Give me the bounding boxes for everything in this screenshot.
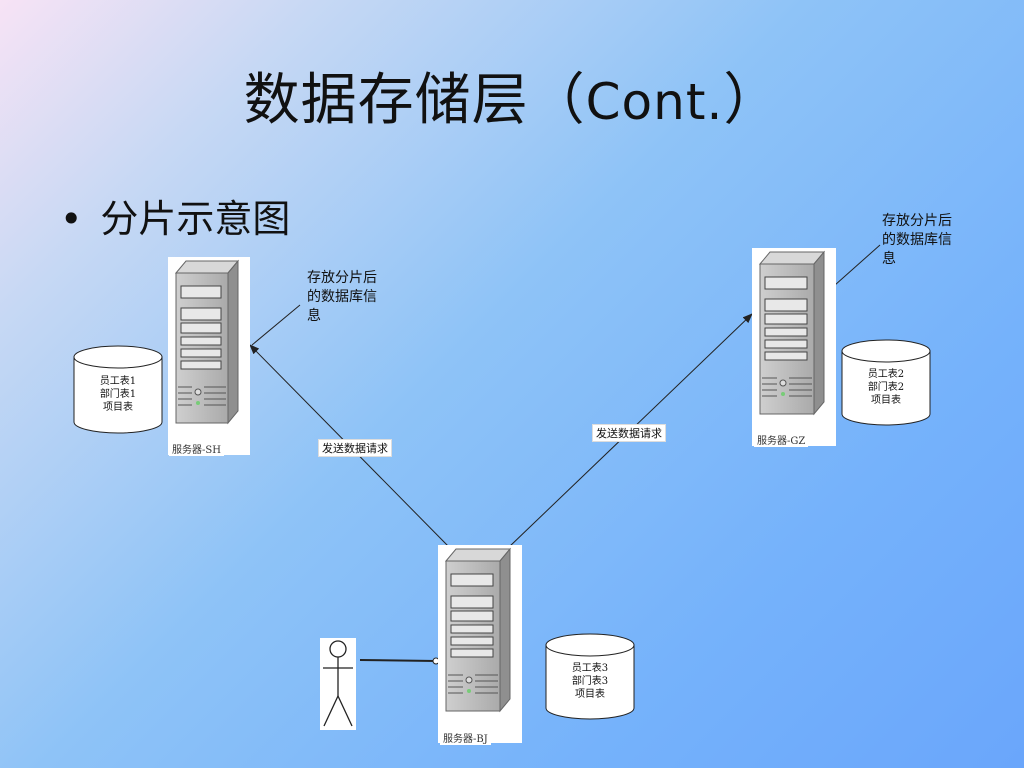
db3-line-3: 项目表 [575, 689, 605, 700]
database-1 [73, 345, 163, 434]
title-cjk: 数据存储层（ [243, 68, 586, 133]
note-sh-line-3: 息 [307, 308, 321, 324]
db2-line-1: 员工表2 [867, 369, 905, 380]
user-figure [320, 638, 356, 730]
note-sh: 存放分片后 的数据库信 息 [307, 269, 397, 326]
db1-line-3: 项目表 [103, 402, 133, 413]
database-2-text: 员工表2 部门表2 项目表 [851, 368, 921, 407]
db3-line-1: 员工表3 [571, 663, 609, 674]
note-sh-line-1: 存放分片后 [307, 270, 377, 286]
title-close: ） [723, 68, 781, 133]
database-2 [841, 339, 931, 426]
note-gz-line-3: 息 [882, 251, 896, 267]
bullet-text: 分片示意图 [100, 197, 291, 241]
note-gz-line-2: 的数据库信 [882, 232, 952, 248]
slide-title: 数据存储层（Cont.） [0, 55, 1024, 136]
edge-user-to-bj [359, 659, 437, 662]
db1-line-2: 部门表1 [99, 389, 137, 400]
db2-line-2: 部门表2 [867, 382, 905, 393]
bullet-item: • 分片示意图 [60, 188, 290, 243]
server-label-gz: 服务器-GZ [754, 432, 809, 447]
note-gz-line-1: 存放分片后 [882, 213, 952, 229]
title-latin: Cont. [585, 73, 724, 131]
server-gz [752, 248, 836, 446]
edge-label-to-sh: 发送数据请求 [318, 439, 392, 457]
note-gz: 存放分片后 的数据库信 息 [882, 212, 972, 269]
db1-line-1: 员工表1 [99, 376, 137, 387]
database-3 [545, 633, 635, 720]
server-sh [168, 257, 250, 455]
edge-label-to-gz: 发送数据请求 [592, 424, 666, 442]
database-1-text: 员工表1 部门表1 项目表 [83, 375, 153, 414]
note-sh-line-2: 的数据库信 [307, 289, 377, 305]
server-bj [438, 545, 522, 743]
bullet-dot: • [60, 197, 83, 241]
server-label-bj: 服务器-BJ [440, 730, 491, 745]
server-label-sh: 服务器-SH [169, 441, 224, 456]
database-3-text: 员工表3 部门表3 项目表 [555, 662, 625, 701]
db3-line-2: 部门表3 [571, 676, 609, 687]
callout-line-sh [251, 304, 301, 346]
db2-line-3: 项目表 [871, 395, 901, 406]
